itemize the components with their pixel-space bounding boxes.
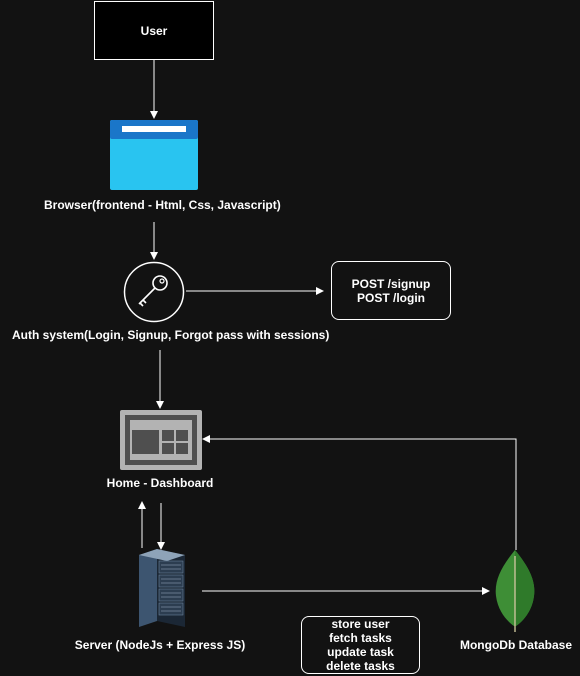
user-label: User (140, 23, 168, 38)
op-update-task: update task (327, 645, 394, 659)
edge-db-to-dashboard (202, 435, 517, 550)
browser-label: Browser(frontend - Html, Css, Javascript… (44, 198, 281, 212)
mongodb-leaf-icon (495, 550, 535, 632)
route-signup: POST /signup (351, 276, 431, 291)
key-icon (123, 261, 185, 323)
dashboard-label: Home - Dashboard (106, 476, 214, 490)
db-operations-node: store user fetch tasks update task delet… (301, 616, 420, 674)
op-fetch-tasks: fetch tasks (329, 631, 392, 645)
browser-window-icon (110, 120, 198, 190)
op-delete-tasks: delete tasks (326, 659, 395, 673)
db-label: MongoDb Database (459, 638, 572, 652)
dashboard-icon (120, 410, 202, 470)
auth-label: Auth system(Login, Signup, Forgot pass w… (12, 328, 330, 342)
server-rack-icon (139, 549, 185, 627)
op-store-user: store user (331, 617, 390, 631)
auth-routes-node: POST /signup POST /login (331, 261, 451, 320)
user-node: User (94, 1, 214, 60)
server-label: Server (NodeJs + Express JS) (74, 638, 246, 652)
route-login: POST /login (357, 290, 425, 305)
